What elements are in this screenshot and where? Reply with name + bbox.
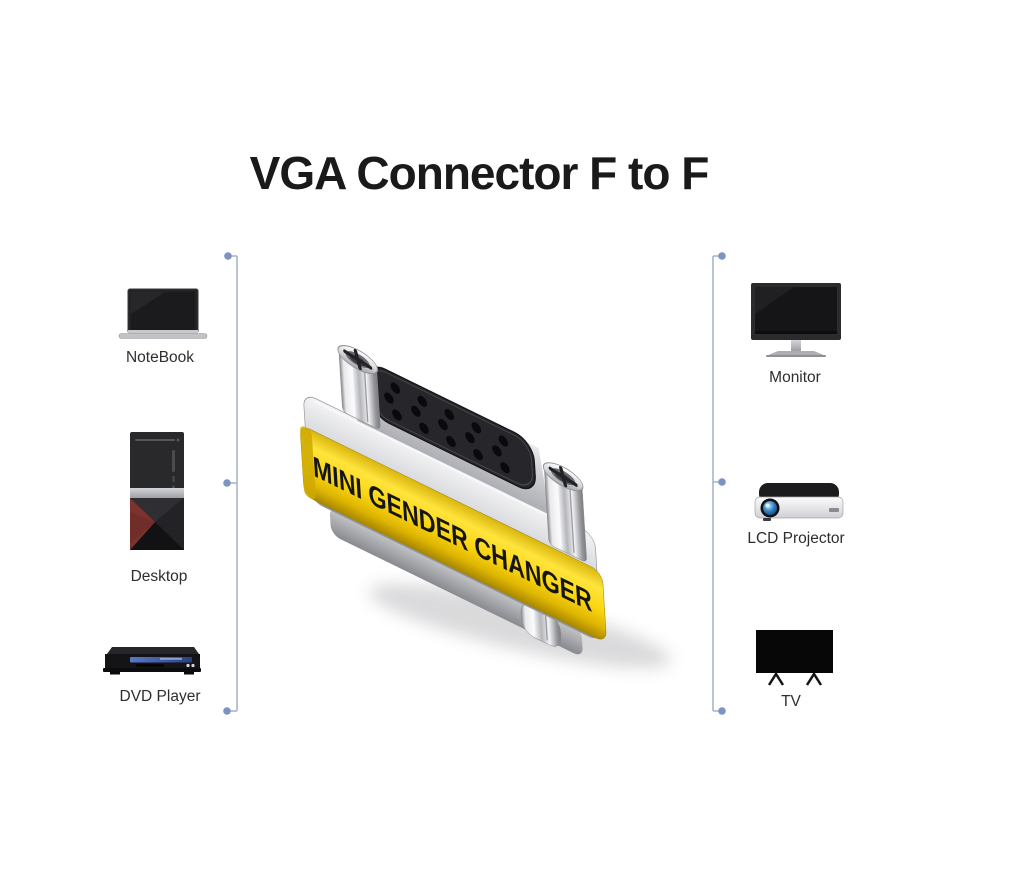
vga-gender-changer-image: MINI GENDER CHANGER	[300, 345, 672, 668]
right-connector-bracket	[712, 252, 726, 715]
page-title: VGA Connector F to F	[249, 147, 710, 199]
desktop-icon	[130, 432, 184, 550]
connector-dot	[718, 707, 726, 715]
notebook-icon	[118, 288, 208, 339]
device-label-desktop: Desktop	[130, 568, 188, 585]
left-screw-nut	[337, 345, 381, 429]
device-label-dvd-player: DVD Player	[119, 688, 201, 705]
device-label-monitor: Monitor	[769, 369, 821, 386]
connector-dot	[224, 252, 232, 260]
left-connector-bracket	[223, 252, 238, 715]
right-screw-nut	[542, 462, 587, 562]
lcd-projector-icon	[754, 483, 844, 521]
device-label-tv: TV	[781, 693, 801, 710]
vga-pin-holes	[384, 382, 510, 474]
tv-icon	[756, 630, 833, 686]
connector-dot	[718, 478, 726, 486]
connector-dot	[223, 479, 231, 487]
dvd-player-icon	[103, 647, 201, 675]
device-label-notebook: NoteBook	[125, 349, 195, 366]
monitor-icon	[751, 283, 841, 357]
connector-dot	[223, 707, 231, 715]
device-label-lcd-projector: LCD Projector	[747, 530, 845, 547]
connector-dot	[718, 252, 726, 260]
